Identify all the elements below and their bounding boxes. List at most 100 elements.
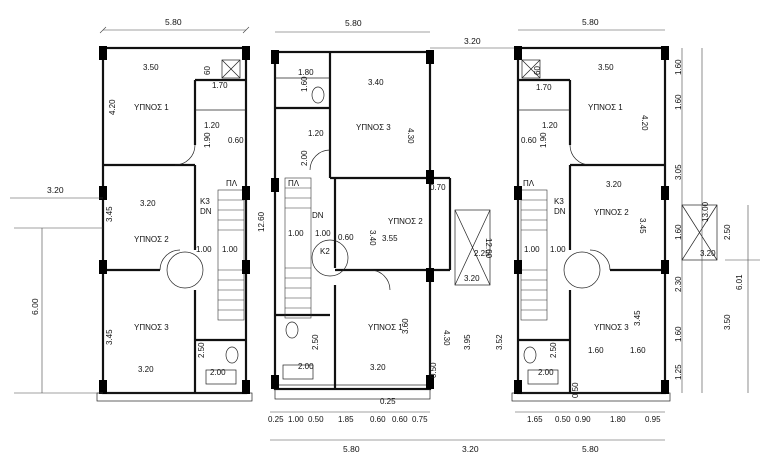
room-label: ΥΠΝΟΣ 3 xyxy=(134,323,169,332)
dimension-label: 3.40 xyxy=(368,78,384,87)
stair-1 xyxy=(217,189,245,321)
dimension-label: 2.50 xyxy=(311,334,320,350)
plan-2: ΥΠΝΟΣ 3 ΥΠΝΟΣ 2 ΥΠΝΟΣ 1 ΠΛ DN K2 1.80 1.… xyxy=(257,50,504,406)
dimension-label: 5.80 xyxy=(345,18,362,28)
plan-1: ΥΠΝΟΣ 1 ΥΠΝΟΣ 2 ΥΠΝΟΣ 3 ΠΛ K3 DN 3.50 60… xyxy=(96,46,253,402)
room-label: ΥΠΝΟΣ 1 xyxy=(588,103,623,112)
dimension-label: 0.60 xyxy=(370,415,386,424)
dimension-label: 2.30 xyxy=(674,276,683,292)
column xyxy=(426,268,434,282)
column xyxy=(99,260,107,274)
dimension-label: 5.80 xyxy=(343,444,360,454)
dimension-label: 1.00 xyxy=(524,245,540,254)
dimension-label: 5.80 xyxy=(582,444,599,454)
column xyxy=(514,380,522,394)
dimension-label: 1.80 xyxy=(298,68,314,77)
dimension-label: 1.60 xyxy=(674,224,683,240)
plan-1-outline xyxy=(101,46,248,395)
door-swing xyxy=(309,149,331,171)
dimension-label: 0.60 xyxy=(521,136,537,145)
plan-1-balcony xyxy=(96,392,253,402)
column xyxy=(514,260,522,274)
plan-3: ΥΠΝΟΣ 1 ΥΠΝΟΣ 2 ΥΠΝΟΣ 3 ΠΛ K3 DN 3.50 60… xyxy=(511,46,718,402)
right-dimensions: 1.60 1.60 3.05 1.60 2.30 1.60 1.25 13.00… xyxy=(674,48,760,393)
door-swing xyxy=(589,249,611,271)
dimension-label: 3.20 xyxy=(140,199,156,208)
room-label: ΥΠΝΟΣ 2 xyxy=(134,235,169,244)
room-label: DN xyxy=(312,211,324,220)
dimension-label: 0.75 xyxy=(412,415,428,424)
dimension-label: 3.52 xyxy=(495,334,504,350)
room-label: ΥΠΝΟΣ 3 xyxy=(594,323,629,332)
room-label: ΥΠΝΟΣ 2 xyxy=(594,208,629,217)
dimension-label: 1.65 xyxy=(527,415,543,424)
dimension-label: 2.00 xyxy=(298,362,314,371)
dimension-label: 1.90 xyxy=(539,132,548,148)
dimension-label: 2.50 xyxy=(723,224,732,240)
room-label: ΥΠΝΟΣ 3 xyxy=(356,123,391,132)
plan-2-outline xyxy=(273,50,432,391)
dimension-label: 0.50 xyxy=(571,382,580,398)
dimension-label: 3.45 xyxy=(638,218,647,234)
dimension-label: 2.00 xyxy=(300,150,309,166)
dimension-label: 2.50 xyxy=(197,342,206,358)
column xyxy=(99,186,107,200)
door-swing xyxy=(569,144,591,166)
column xyxy=(271,50,279,64)
dimension-label: 1.60 xyxy=(630,346,646,355)
dimension-label: 1.00 xyxy=(550,245,566,254)
dimension-label: 1.60 xyxy=(674,94,683,110)
dimension-label: 3.20 xyxy=(138,365,154,374)
dimension-label: 4.20 xyxy=(108,99,117,115)
dimension-label: 1.00 xyxy=(288,229,304,238)
bathtub xyxy=(527,369,559,385)
column xyxy=(661,260,669,274)
dimension-label: 1.85 xyxy=(338,415,354,424)
dimension-label: 3.20 xyxy=(700,249,716,258)
dimension-label: 4.30 xyxy=(406,128,415,144)
dimension-label: 3.20 xyxy=(370,363,386,372)
dimension-label: 0.50 xyxy=(308,415,324,424)
dimension-label: 3.40 xyxy=(368,230,377,246)
column xyxy=(242,186,250,200)
dimension-label: 0.50 xyxy=(429,362,438,378)
dimension-label: 3.20 xyxy=(464,274,480,283)
dimension-label: 5.80 xyxy=(582,17,599,27)
dimension-label: 3.05 xyxy=(674,164,683,180)
dimension-label: 4.20 xyxy=(640,115,649,131)
stair-2 xyxy=(284,177,312,319)
dimension-label: 12.60 xyxy=(257,211,266,232)
column xyxy=(514,186,522,200)
dimension-label: 4.30 xyxy=(442,330,451,346)
dimension-label: 1.25 xyxy=(674,364,683,380)
dimension-label: 2.25 xyxy=(474,249,490,258)
column xyxy=(426,170,434,184)
column xyxy=(271,375,279,389)
dimension-label: 3.55 xyxy=(382,234,398,243)
dimension-label: 3.20 xyxy=(606,180,622,189)
dimension-label: 3.20 xyxy=(462,444,479,454)
door-swing xyxy=(174,144,196,166)
column xyxy=(426,375,434,389)
room-label: ΥΠΝΟΣ 1 xyxy=(134,103,169,112)
column xyxy=(99,46,107,60)
dimension-label: 2.00 xyxy=(210,368,226,377)
plan-2-balcony xyxy=(274,384,431,400)
room-label: K2 xyxy=(320,247,330,256)
dimension-label: 60 xyxy=(203,66,212,75)
room-label: DN xyxy=(554,207,566,216)
shower xyxy=(221,59,241,79)
column xyxy=(99,380,107,394)
toilet xyxy=(523,346,537,364)
room-label: ΥΠΝΟΣ 2 xyxy=(388,217,423,226)
dimension-label: 2.00 xyxy=(538,368,554,377)
dimension-label: 3.45 xyxy=(105,329,114,345)
dimension-label: 3.50 xyxy=(723,314,732,330)
door-swing xyxy=(159,249,181,271)
dimension-label: 0.50 xyxy=(555,415,571,424)
dimension-label: 0.70 xyxy=(430,183,446,192)
dimension-label: 1.70 xyxy=(536,83,552,92)
dimension-label: 6.00 xyxy=(30,298,40,315)
dimension-label: 1.60 xyxy=(674,326,683,342)
bathtub xyxy=(282,364,314,380)
